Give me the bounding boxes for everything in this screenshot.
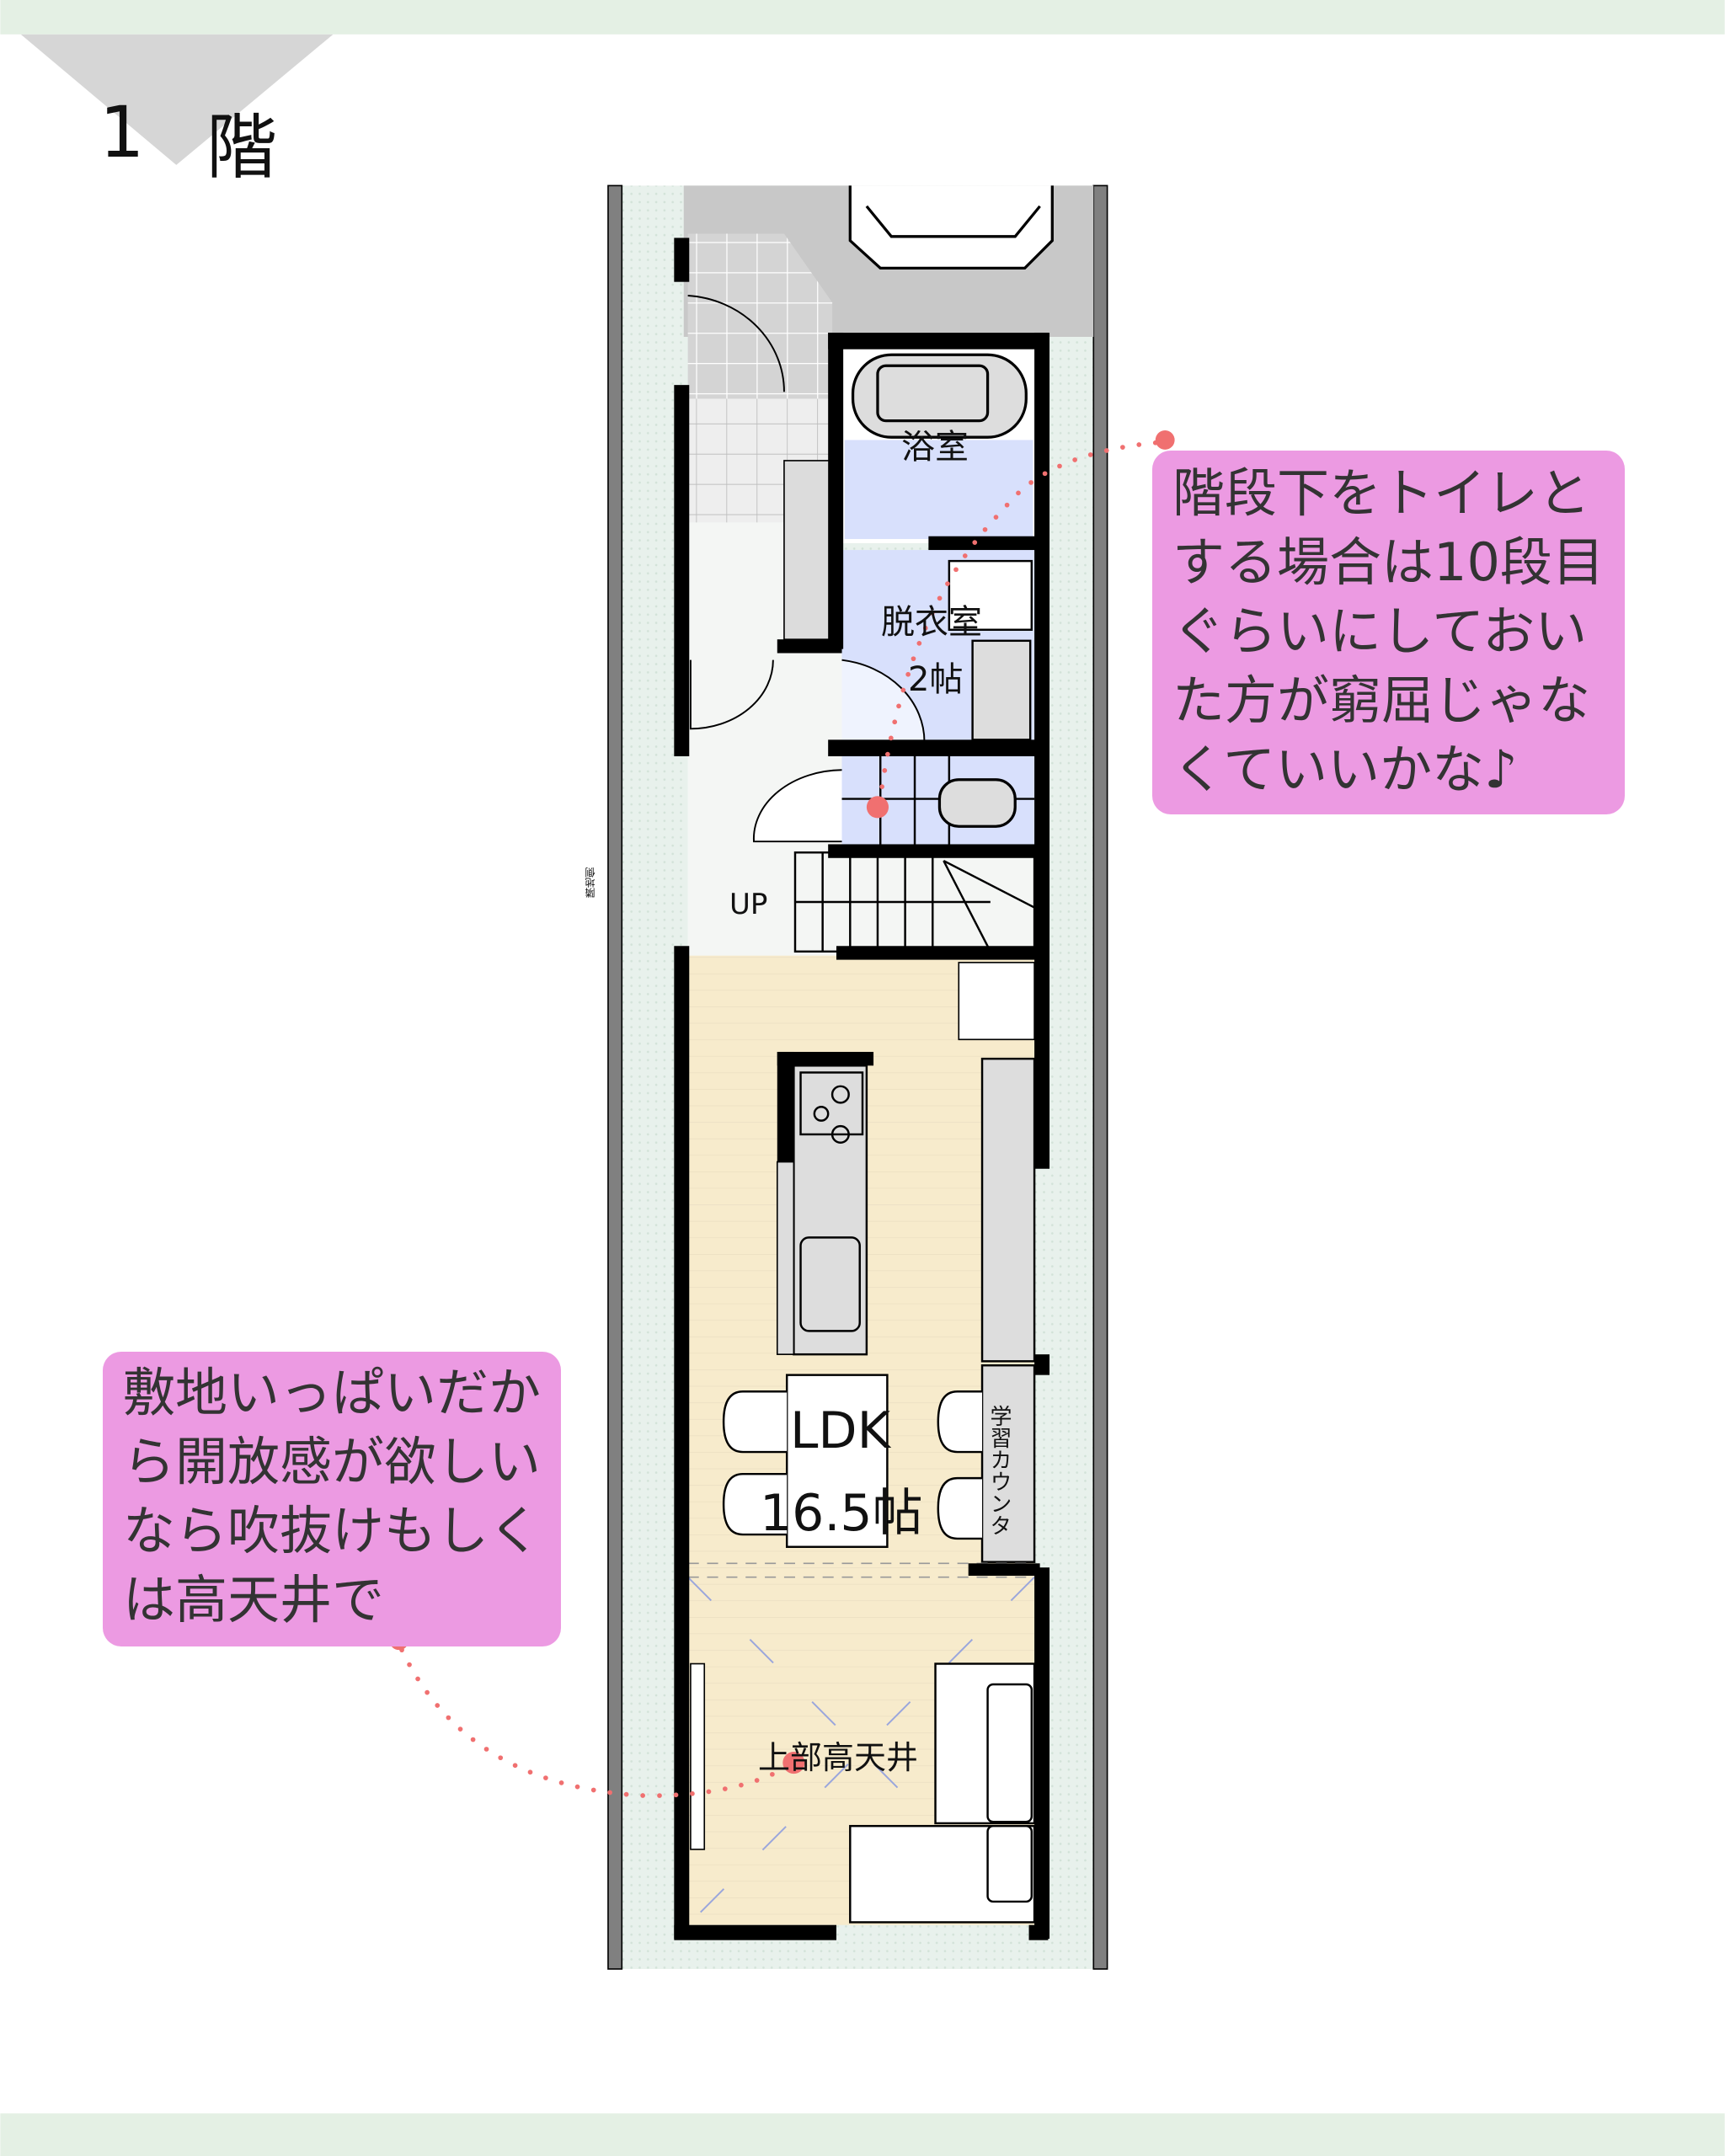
stairs-up-label: UP [729, 888, 768, 921]
callout-line: た方が窮屈じゃな [1172, 670, 1591, 731]
floor-unit: 階 [206, 106, 278, 189]
car-icon [848, 185, 1054, 270]
walls [674, 237, 1050, 1940]
room-label-ldk: LDK [790, 1401, 890, 1460]
sink-icon [971, 639, 1032, 741]
toilet-icon [937, 778, 1017, 828]
callout-ceiling-note: 敷地いっぱいだか ら開放感が欲しい なら吹抜けもしく は高天井で [103, 1352, 562, 1646]
room-label-bath: 浴室 [901, 428, 969, 467]
study-counter-label: 学習カウンタ [986, 1405, 1012, 1536]
room-size-ldk: 16.5帖 [760, 1484, 923, 1543]
title-triangle [20, 34, 334, 165]
side-label: 隣地側 [585, 867, 596, 898]
room-size-dressing: 2帖 [908, 660, 964, 699]
kitchen-sink-icon [799, 1236, 861, 1332]
stove-icon [799, 1071, 864, 1144]
top-band [0, 0, 1725, 35]
callout-line: ら開放感が欲しい [123, 1431, 542, 1492]
tv-icon [690, 1662, 706, 1850]
floor-number: 1 [99, 91, 145, 173]
callout-line: する場合は10段目 [1172, 531, 1605, 593]
callout-line: は高天井で [123, 1569, 385, 1630]
callout-toilet-note: 階段下をトイレと する場合は10段目 ぐらいにしておい た方が窮屈じゃな くてい… [1152, 451, 1625, 814]
study-counter [980, 1364, 1036, 1563]
site-boundary-left [607, 184, 623, 1970]
chair-icon [722, 1390, 983, 1540]
site-boundary-right [1092, 184, 1108, 1970]
washer-icon [948, 559, 1033, 631]
callout-line: なら吹抜けもしく [123, 1500, 542, 1561]
callout-line: 階段下をトイレと [1172, 462, 1591, 524]
callout-line: 敷地いっぱいだか [123, 1362, 542, 1423]
room-label-dressing: 脱衣室 [881, 603, 982, 642]
callout-line: ぐらいにしておい [1172, 600, 1588, 662]
bottom-band [0, 2113, 1725, 2156]
dining-table [785, 1374, 889, 1548]
leader-toilet [866, 430, 1175, 819]
leader-ceiling-line [399, 1647, 797, 1799]
high-ceiling-label: 上部高天井 [758, 1739, 919, 1776]
callout-line: くていいかな♪ [1172, 739, 1518, 800]
sofa-icon [849, 1662, 1036, 1924]
